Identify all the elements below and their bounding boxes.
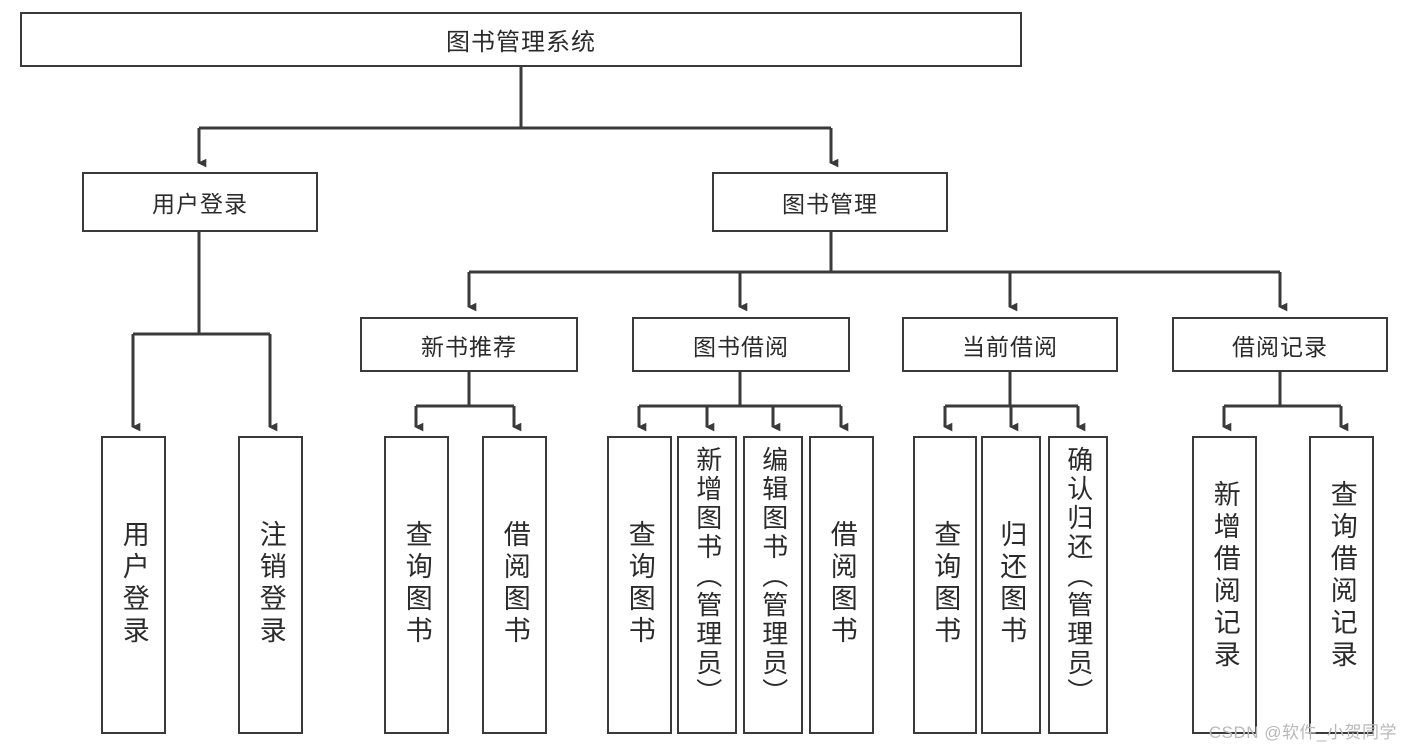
node-new-book-rec-label: 新书推荐 (421, 333, 517, 360)
node-new-book-rec[interactable]: 新书推荐 (360, 317, 578, 372)
leaf-cur-query-book-label: 查询图书 (930, 520, 961, 648)
leaf-borrow-add-book-label: 新增图书（管理员） (692, 446, 723, 707)
leaf-borrow-borrow-book-label: 借阅图书 (826, 520, 857, 648)
leaf-rec-query-record[interactable]: 查询借阅记录 (1309, 436, 1374, 734)
leaf-cur-confirm-return-label: 确认归还（管理员） (1063, 446, 1094, 707)
node-user-login[interactable]: 用户登录 (82, 172, 318, 232)
leaf-rec-borrow-book[interactable]: 借阅图书 (482, 436, 547, 734)
leaf-rec-query-record-label: 查询借阅记录 (1326, 480, 1357, 672)
node-root[interactable]: 图书管理系统 (20, 12, 1022, 67)
node-current-borrow-label: 当前借阅 (962, 333, 1058, 360)
leaf-borrow-edit-book[interactable]: 编辑图书（管理员） (743, 436, 803, 734)
leaf-borrow-query-book-label: 查询图书 (624, 520, 655, 648)
leaf-cur-confirm-return[interactable]: 确认归还（管理员） (1048, 436, 1108, 734)
node-root-label: 图书管理系统 (446, 29, 596, 56)
node-user-login-label: 用户登录 (152, 191, 248, 217)
node-borrow-record[interactable]: 借阅记录 (1172, 317, 1388, 372)
node-book-manage[interactable]: 图书管理 (712, 172, 948, 232)
leaf-rec-borrow-book-label: 借阅图书 (499, 520, 530, 648)
leaf-rec-query-book[interactable]: 查询图书 (384, 436, 449, 734)
leaf-borrow-edit-book-label: 编辑图书（管理员） (758, 446, 789, 707)
leaf-user-logout[interactable]: 注销登录 (238, 436, 303, 734)
leaf-cur-query-book[interactable]: 查询图书 (913, 436, 977, 734)
node-book-borrow-label: 图书借阅 (693, 333, 789, 360)
leaf-rec-add-record[interactable]: 新增借阅记录 (1192, 436, 1257, 734)
leaf-user-login-do[interactable]: 用户登录 (101, 436, 166, 734)
leaf-borrow-add-book[interactable]: 新增图书（管理员） (677, 436, 737, 734)
node-book-manage-label: 图书管理 (782, 191, 878, 217)
leaf-user-logout-label: 注销登录 (255, 520, 286, 648)
leaf-rec-add-record-label: 新增借阅记录 (1209, 480, 1240, 672)
node-current-borrow[interactable]: 当前借阅 (902, 317, 1118, 372)
leaf-rec-query-book-label: 查询图书 (401, 520, 432, 648)
leaf-user-login-do-label: 用户登录 (118, 520, 149, 648)
leaf-cur-return-book-label: 归还图书 (996, 520, 1027, 648)
node-book-borrow[interactable]: 图书借阅 (632, 317, 850, 372)
leaf-borrow-query-book[interactable]: 查询图书 (607, 436, 672, 734)
watermark: CSDN @软件_小贺同学 (1208, 723, 1397, 742)
leaf-borrow-borrow-book[interactable]: 借阅图书 (809, 436, 874, 734)
node-borrow-record-label: 借阅记录 (1232, 333, 1328, 360)
leaf-cur-return-book[interactable]: 归还图书 (981, 436, 1041, 734)
